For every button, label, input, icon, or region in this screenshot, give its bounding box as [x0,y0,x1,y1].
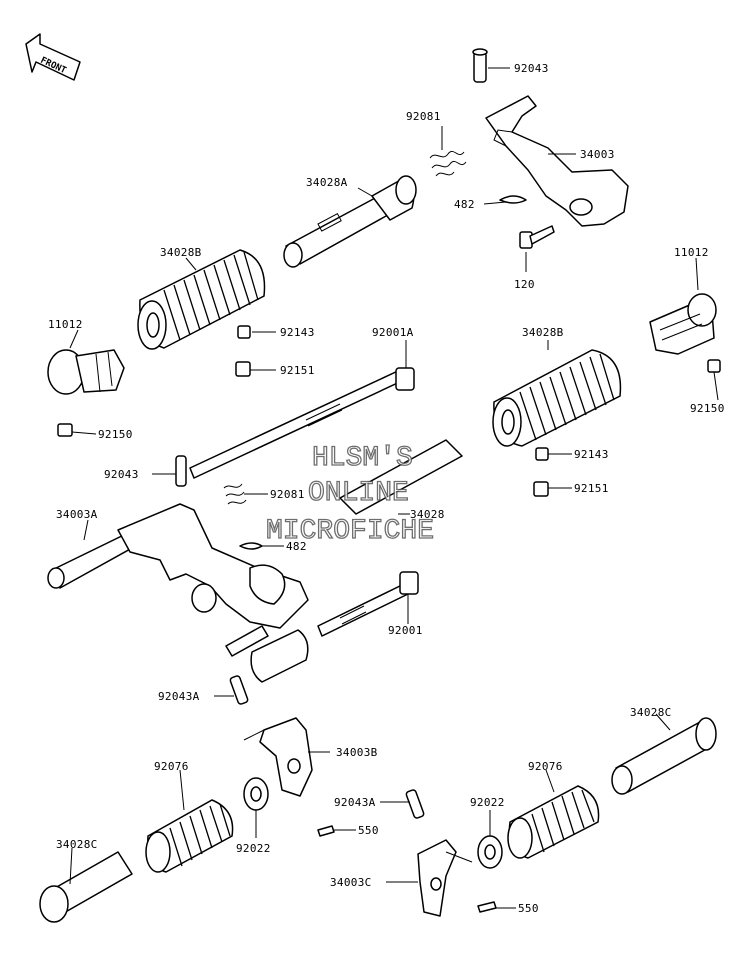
bracket-34003A [47,503,309,683]
bolt-92150-right [707,359,721,373]
label-120[interactable]: 120 [514,278,535,291]
tube-34028 [339,439,463,515]
label-34028[interactable]: 34028 [410,508,445,521]
label-11012-left[interactable]: 11012 [48,318,83,331]
grip-34028B-left [137,249,266,350]
label-92001A[interactable]: 92001A [372,326,414,339]
pin-92043-mid [175,455,187,487]
label-34028C-right[interactable]: 34028C [630,706,672,719]
bracket-11012-right [649,293,717,355]
label-34003B[interactable]: 34003B [336,746,378,759]
label-92001[interactable]: 92001 [388,624,423,637]
label-92081[interactable]: 92081 [406,110,441,123]
label-92150-left[interactable]: 92150 [98,428,133,441]
nut-92143-left [237,325,251,339]
label-92043A-right[interactable]: 92043A [334,796,376,809]
label-92043-mid[interactable]: 92043 [104,468,139,481]
label-92043A-left[interactable]: 92043A [158,690,200,703]
watermark: HLSM'S ONLINE MICROFICHE [265,442,434,547]
label-34003A[interactable]: 34003A [56,508,98,521]
cotter-550-left [317,825,335,837]
bracket-34003 [485,95,629,227]
watermark-line-3: MICROFICHE [266,516,434,547]
pin-92043A-right [405,789,425,819]
bolt-92001A [189,367,415,479]
watermark-line-1: HLSM'S [312,443,413,474]
footpeg-34028C-right [611,717,717,795]
grip-34028B-right [492,349,622,447]
cotter-550-right [477,901,497,913]
label-92143-right[interactable]: 92143 [574,448,609,461]
label-92043[interactable]: 92043 [514,62,549,75]
bolt-120 [519,225,555,249]
clip-482-mid [239,542,263,550]
label-34003C[interactable]: 34003C [330,876,372,889]
spring-92081-top [429,150,467,177]
leader-lines [69,67,719,909]
label-482[interactable]: 482 [454,198,475,211]
bracket-34003C [417,839,473,917]
footpeg-34028C-left [39,851,133,923]
grip-92076-left [145,799,234,873]
pin-92043-top [472,48,488,83]
label-34028A[interactable]: 34028A [306,176,348,189]
label-92022-left[interactable]: 92022 [236,842,271,855]
label-34003[interactable]: 34003 [580,148,615,161]
bolt-92151-right [533,481,549,497]
bolt-92150-left [57,423,73,437]
spring-92081-mid [223,483,247,505]
washer-92022-left [243,777,269,811]
label-34028B-right[interactable]: 34028B [522,326,564,339]
label-92076-right[interactable]: 92076 [528,760,563,773]
pin-92043A-left [229,675,249,705]
label-550-left[interactable]: 550 [358,824,379,837]
bolt-92001 [317,571,419,637]
label-92143-left[interactable]: 92143 [280,326,315,339]
label-92076-left[interactable]: 92076 [154,760,189,773]
cap-11012-left [47,349,125,395]
label-92151-left[interactable]: 92151 [280,364,315,377]
label-11012-right[interactable]: 11012 [674,246,709,259]
clip-482-top [499,195,527,204]
label-482-mid[interactable]: 482 [286,540,307,553]
bolt-92151-left [235,361,251,377]
front-arrow-icon: FRONT [25,33,81,81]
label-92150-right[interactable]: 92150 [690,402,725,415]
label-34028B-left[interactable]: 34028B [160,246,202,259]
label-92151-right[interactable]: 92151 [574,482,609,495]
nut-92143-right [535,447,549,461]
label-550-right[interactable]: 550 [518,902,539,915]
grip-92076-right [507,785,600,859]
tube-34028A [283,175,417,268]
part-labels: 92043 92081 34003 34028A 482 120 34028B … [48,62,725,915]
watermark-line-2: ONLINE [308,478,409,509]
bracket-34003B [243,717,313,797]
label-92081-mid[interactable]: 92081 [270,488,305,501]
washer-92022-right [477,835,503,869]
label-34028C-left[interactable]: 34028C [56,838,98,851]
label-92022-right[interactable]: 92022 [470,796,505,809]
